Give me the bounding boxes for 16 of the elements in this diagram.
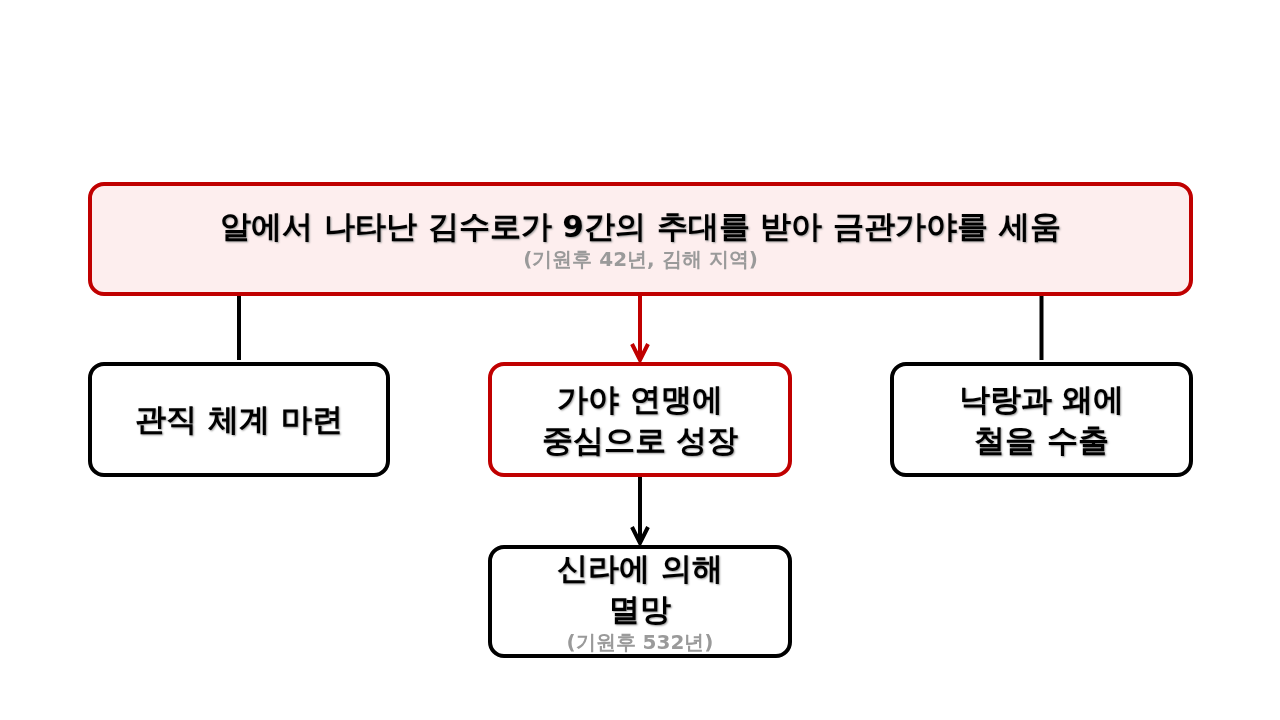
connector-line bbox=[1039, 296, 1044, 360]
date-text: (기원후 42년, 김해 지역) bbox=[523, 246, 758, 273]
event-box bbox=[890, 362, 1193, 477]
connector-line bbox=[237, 296, 241, 360]
date-text: (기원후 532년) bbox=[566, 628, 714, 655]
arrow bbox=[630, 296, 650, 362]
event-text: 신라에 의해 멸망 bbox=[556, 549, 724, 629]
event-text: 낙랑과 왜에 철을 수출 bbox=[957, 380, 1126, 460]
arrow bbox=[630, 477, 650, 545]
event-text: 가야 연맹에 중심으로 성장 bbox=[540, 380, 740, 460]
event-box bbox=[488, 545, 792, 658]
event-box bbox=[488, 362, 792, 477]
event-text: 알에서 나타난 김수로가 9간의 추대를 받아 금관가야를 세움 bbox=[219, 206, 1062, 246]
event-box bbox=[88, 362, 390, 477]
title-box bbox=[88, 182, 1193, 296]
event-text: 관직 체계 마련 bbox=[135, 400, 343, 440]
